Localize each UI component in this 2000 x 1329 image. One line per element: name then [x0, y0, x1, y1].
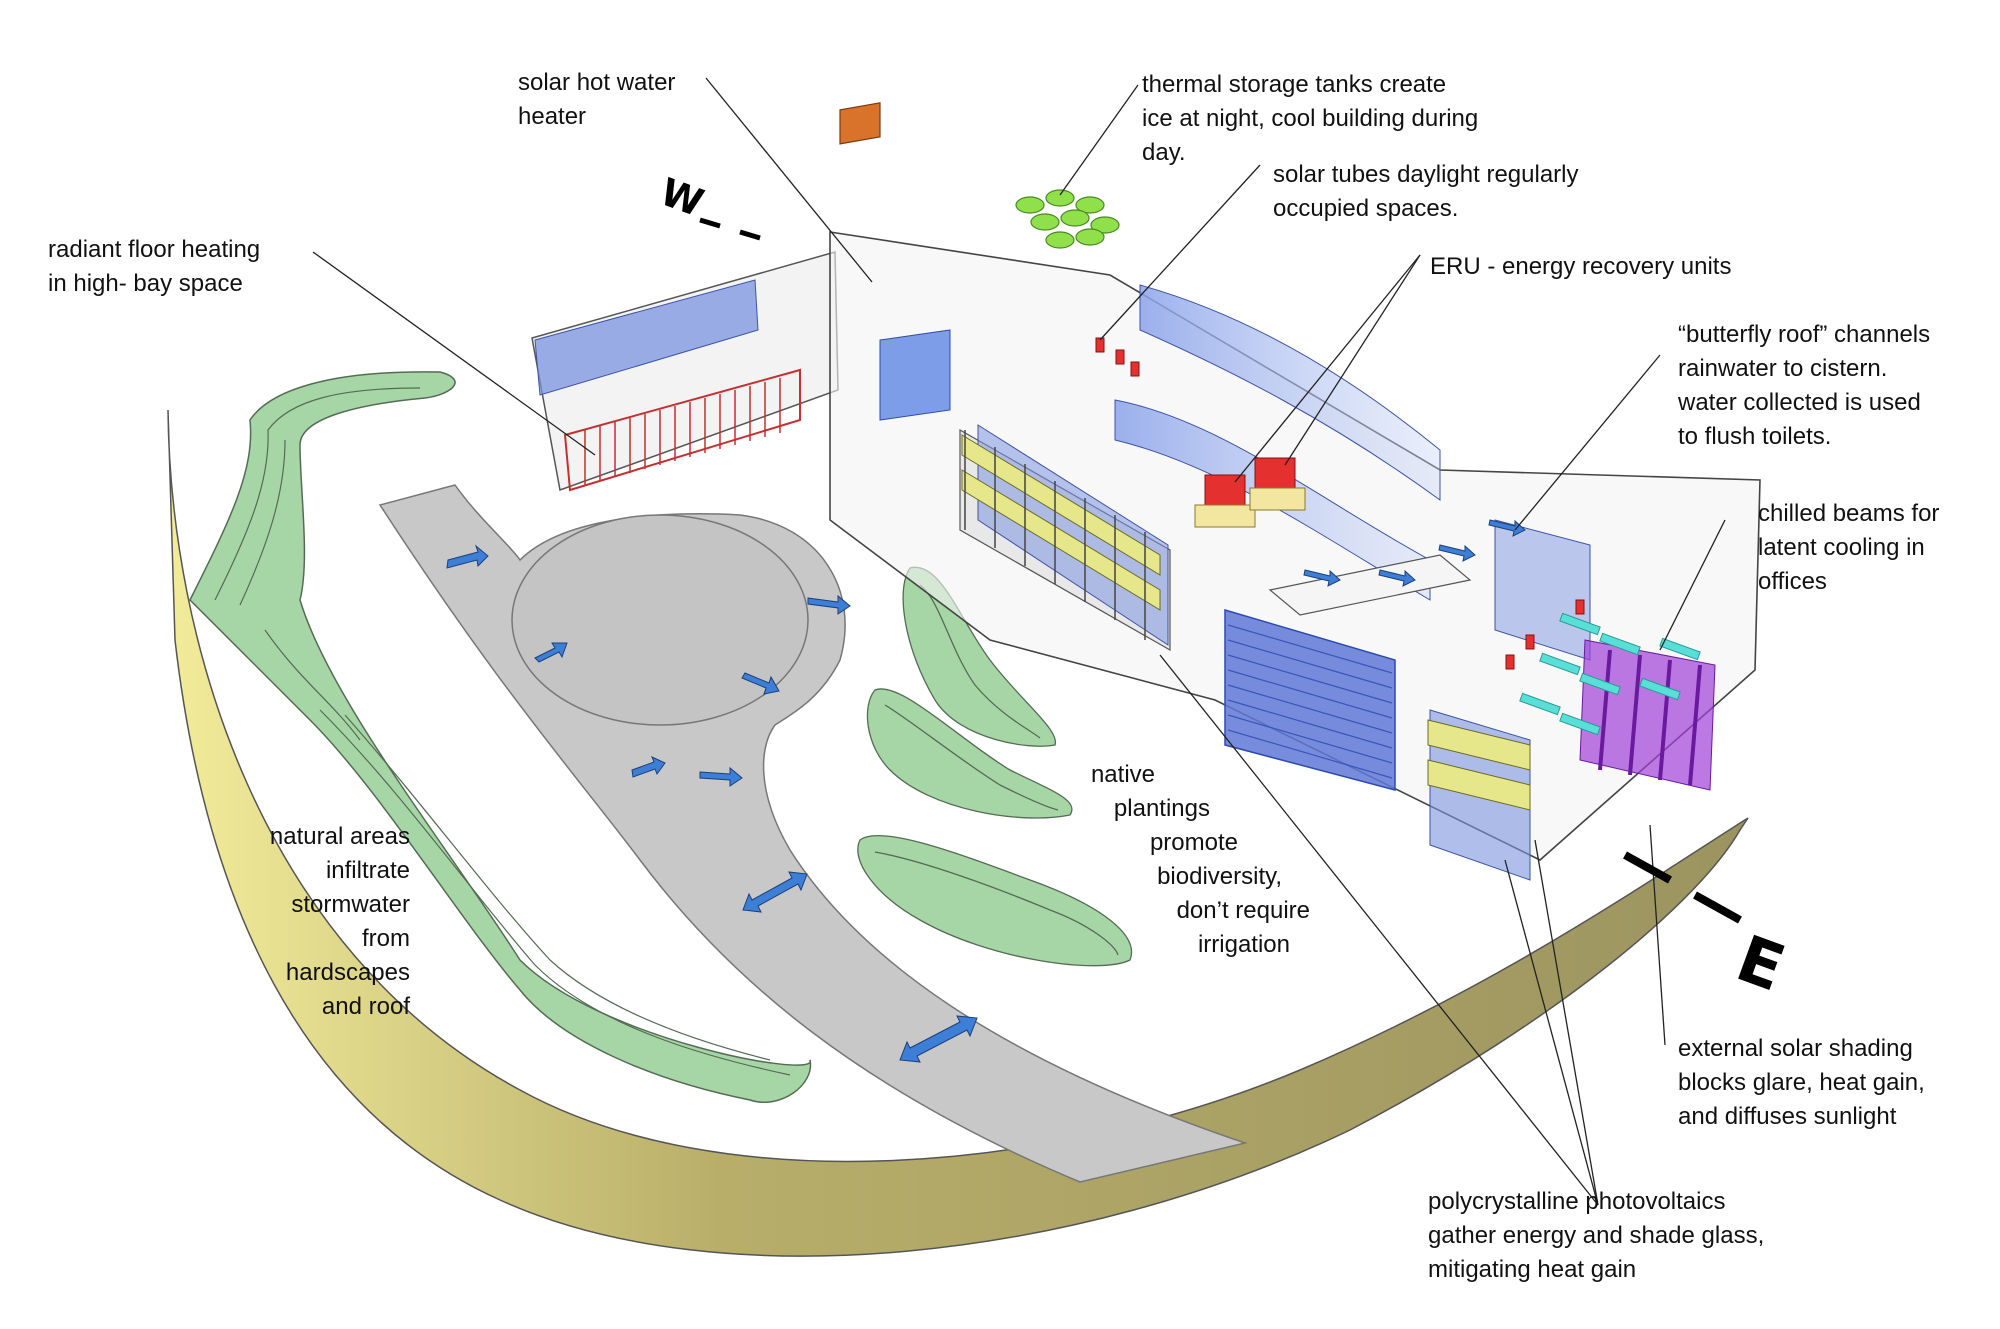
label-solar-hot-water: solar hot water heater	[518, 69, 676, 130]
label-external-shading: external solar shading blocks glare, hea…	[1678, 1035, 1925, 1130]
label-chilled-beams: chilled beams for latent cooling in offi…	[1758, 500, 1940, 595]
compass-east-marker	[1623, 851, 1742, 924]
label-solar-tubes: solar tubes daylight regularly occupied …	[1273, 161, 1579, 222]
label-eru: ERU - energy recovery units	[1430, 253, 1732, 280]
label-thermal-storage: thermal storage tanks create ice at nigh…	[1142, 71, 1479, 166]
compass-east: E	[1727, 922, 1793, 1006]
chilled-beams	[1519, 612, 1701, 736]
solar-tubes	[1095, 337, 1585, 670]
site-berm	[167, 409, 1749, 1257]
leader-lines	[312, 77, 1726, 1206]
native-plantings	[857, 566, 1133, 967]
building-east-wing	[1224, 608, 1716, 881]
pv-supports	[964, 430, 1146, 640]
natural-area-vegetation	[189, 371, 812, 1103]
building-west-wing	[531, 251, 839, 492]
shading-fins	[1598, 649, 1702, 786]
energy-recovery-units	[1194, 457, 1306, 528]
louvers	[1227, 624, 1393, 779]
thermal-storage-tanks	[1015, 189, 1120, 249]
label-butterfly-roof: “butterfly roof” channels rainwater to c…	[1678, 321, 1931, 450]
pv-facade-main	[959, 424, 1171, 652]
hardscape-plaza	[378, 484, 1248, 1183]
compass-west: W	[655, 170, 709, 226]
radiant-floor-coils	[584, 378, 781, 485]
solar-hot-water-heater	[839, 102, 881, 145]
label-radiant-floor: radiant floor heating in high- bay space	[48, 236, 261, 297]
roof-flow-arrows	[1303, 519, 1526, 587]
label-photovoltaics: polycrystalline photovoltaics gather ene…	[1428, 1188, 1765, 1283]
compass-west-marker	[699, 217, 761, 241]
label-natural-areas: natural areas infiltrate stormwater from…	[269, 823, 410, 1020]
label-native-plantings: native plantings promote biodiversity, d…	[1090, 761, 1310, 958]
drainage-arrows	[446, 544, 978, 1063]
